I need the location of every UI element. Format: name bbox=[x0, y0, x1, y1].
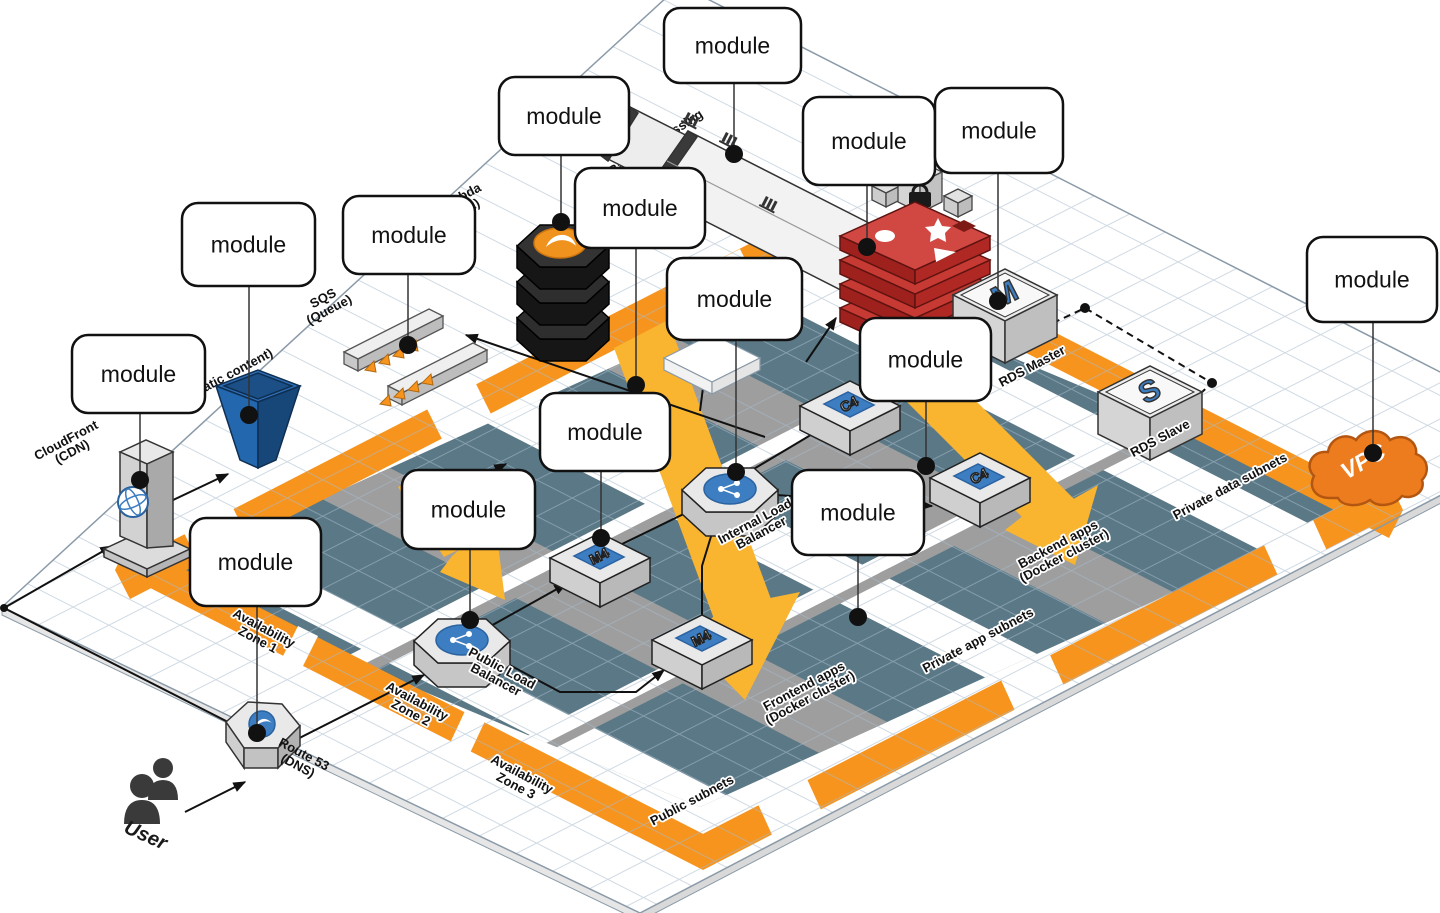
grid-line bbox=[2, 452, 1440, 913]
callout-anchor-dot bbox=[627, 376, 645, 394]
callout-queue-line[interactable]: module bbox=[573, 166, 707, 394]
callout-anchor-dot bbox=[989, 292, 1007, 310]
callout-batch-processing[interactable]: module bbox=[662, 6, 803, 163]
rds-slave-node[interactable]: S bbox=[1096, 365, 1204, 462]
internal-load-balancer-node[interactable] bbox=[680, 467, 780, 537]
route53-node[interactable] bbox=[225, 701, 302, 771]
callout-anchor-dot bbox=[240, 406, 258, 424]
callout-anchor-dot bbox=[727, 463, 745, 481]
c4-instance-b[interactable]: C4 bbox=[928, 452, 1032, 529]
callout-s3[interactable]: module bbox=[180, 201, 317, 424]
module-box[interactable] bbox=[933, 86, 1065, 175]
callout-rds-master[interactable]: module bbox=[933, 86, 1065, 310]
module-box-label: module bbox=[567, 419, 642, 445]
route53-icon bbox=[254, 718, 272, 727]
callout-anchor-dot bbox=[725, 145, 743, 163]
callout-anchor-dot bbox=[849, 608, 867, 626]
module-box-label: module bbox=[602, 195, 677, 221]
module-box[interactable] bbox=[665, 256, 804, 342]
module-box-label: module bbox=[218, 549, 293, 575]
lambda-stack-node[interactable] bbox=[515, 224, 611, 362]
callout-anchor-dot bbox=[552, 213, 570, 231]
callout-m4-a[interactable]: module bbox=[538, 391, 672, 547]
m4-instance-a[interactable]: M4 bbox=[548, 532, 652, 609]
load-balancer-icon bbox=[718, 480, 740, 498]
user-icon[interactable] bbox=[124, 758, 178, 824]
module-box-label: module bbox=[211, 232, 286, 258]
m4-instance-b[interactable]: M4 bbox=[650, 614, 754, 691]
callout-redis[interactable]: module bbox=[801, 95, 937, 256]
callout-c4-b[interactable]: module bbox=[858, 316, 993, 475]
module-box[interactable] bbox=[497, 75, 631, 157]
callout-anchor-dot bbox=[1364, 444, 1382, 462]
callout-frontend-subnet[interactable]: module bbox=[790, 468, 926, 626]
vpc-cloud[interactable]: VPC bbox=[1308, 429, 1429, 507]
callout-sqs[interactable]: module bbox=[341, 194, 477, 354]
callout-route53[interactable]: module bbox=[188, 516, 323, 742]
module-box-label: module bbox=[831, 128, 906, 154]
callout-anchor-dot bbox=[399, 336, 417, 354]
module-box-label: module bbox=[1334, 267, 1409, 293]
module-box[interactable] bbox=[70, 333, 207, 415]
module-box[interactable] bbox=[538, 391, 672, 473]
globe-icon bbox=[117, 486, 149, 518]
public-load-balancer-node[interactable] bbox=[412, 618, 512, 688]
public-subnets-lane bbox=[193, 543, 792, 807]
module-box[interactable] bbox=[790, 468, 926, 557]
module-box[interactable] bbox=[180, 201, 317, 288]
callout-anchor-dot bbox=[248, 724, 266, 742]
module-box-label: module bbox=[697, 286, 772, 312]
module-box[interactable] bbox=[858, 316, 993, 403]
module-box-label: module bbox=[101, 361, 176, 387]
sqs-queue-node[interactable] bbox=[342, 308, 489, 407]
module-box-label: module bbox=[695, 33, 770, 59]
callout-anchor-dot bbox=[917, 457, 935, 475]
callout-cloudfront[interactable]: module bbox=[70, 333, 207, 489]
callout-anchor-dot bbox=[858, 238, 876, 256]
module-box-label: module bbox=[961, 118, 1036, 144]
callout-anchor-dot bbox=[592, 529, 610, 547]
module-box-label: module bbox=[820, 500, 895, 526]
callout-anchor-dot bbox=[131, 471, 149, 489]
load-balancer-icon bbox=[450, 631, 472, 649]
callout-public-lb[interactable]: module bbox=[400, 468, 537, 629]
module-box[interactable] bbox=[1305, 235, 1439, 324]
module-box[interactable] bbox=[662, 6, 803, 85]
module-box[interactable] bbox=[188, 516, 323, 608]
module-box-label: module bbox=[526, 103, 601, 129]
callout-internal-lb[interactable]: module bbox=[665, 256, 804, 481]
callout-vpc[interactable]: module bbox=[1305, 235, 1439, 462]
module-box-label: module bbox=[431, 497, 506, 523]
module-box[interactable] bbox=[400, 468, 537, 551]
module-box[interactable] bbox=[573, 166, 707, 250]
callout-lambda[interactable]: module bbox=[497, 75, 631, 231]
module-box[interactable] bbox=[341, 194, 477, 276]
module-box-label: module bbox=[371, 222, 446, 248]
redis-icons bbox=[875, 218, 976, 262]
module-box-label: module bbox=[888, 347, 963, 373]
module-callouts: module module module module module module modu… bbox=[70, 6, 1439, 742]
lambda-swoosh-icon bbox=[546, 234, 576, 247]
callout-anchor-dot bbox=[461, 611, 479, 629]
